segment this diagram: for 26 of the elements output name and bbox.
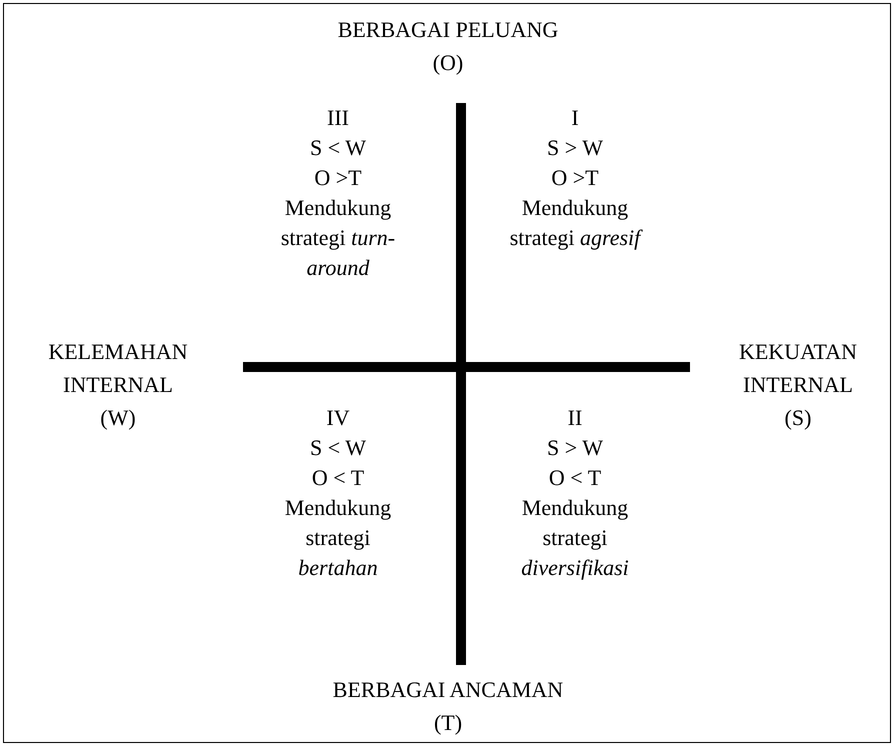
axis-label: S < W bbox=[308, 434, 367, 462]
axis-label: II bbox=[566, 404, 584, 432]
axis-label: KEKUATAN bbox=[738, 338, 858, 366]
axis-label: I bbox=[570, 104, 580, 132]
axis-label: O < T bbox=[310, 464, 366, 492]
axis-label: INTERNAL bbox=[742, 371, 854, 399]
axis-label: O >T bbox=[550, 164, 600, 192]
axis-label: (O) bbox=[432, 49, 464, 77]
strategy-text: Mendukung strategi agresif bbox=[490, 193, 660, 253]
strategy-text: Mendukung strategi diversifikasi bbox=[520, 494, 630, 582]
axis-label: IV bbox=[325, 404, 351, 432]
strategy-text: Mendukung strategi bertahan bbox=[284, 494, 392, 582]
axis-label: INTERNAL bbox=[62, 371, 174, 399]
axis-label: (S) bbox=[784, 404, 812, 432]
axis-label: O >T bbox=[313, 164, 363, 192]
axis-label: BERBAGAI PELUANG bbox=[336, 16, 560, 44]
axis-label: O < T bbox=[548, 464, 602, 492]
axis-label: S > W bbox=[546, 434, 604, 462]
axis-label: S > W bbox=[546, 134, 604, 162]
axis-label: (T) bbox=[432, 709, 464, 737]
axis-label: S < W bbox=[308, 134, 367, 162]
axis-label: BERBAGAI ANCAMAN bbox=[332, 676, 564, 704]
strategy-text: Mendukung strategi turn-around bbox=[280, 194, 396, 282]
axis-label: III bbox=[326, 104, 350, 132]
axis-label: KELEMAHAN bbox=[47, 338, 189, 366]
axis-label: (W) bbox=[99, 404, 137, 432]
